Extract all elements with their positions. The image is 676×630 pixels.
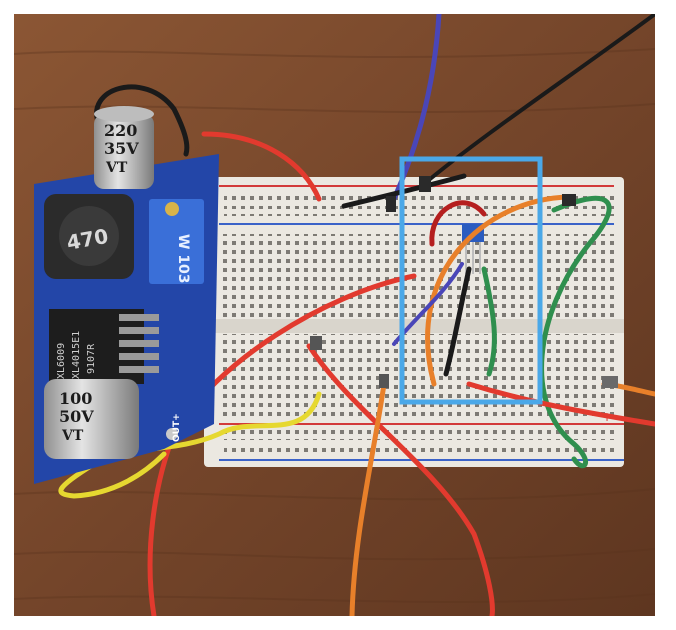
- wire-green-right: [539, 195, 612, 469]
- wire-black-top: [422, 14, 655, 186]
- wire-red-right: [466, 381, 655, 427]
- buck-converter-module: 470 220 35V VT W 103 XL6009 XL: [34, 106, 219, 484]
- wire-orange-box: [425, 194, 572, 387]
- svg-text:50V: 50V: [59, 407, 94, 426]
- circuit-photo: +: [14, 14, 655, 616]
- wire-green-box: [481, 266, 497, 377]
- svg-text:9107R: 9107R: [86, 343, 97, 374]
- out-plus-label: OUT+: [172, 413, 182, 442]
- wire-red-box: [429, 200, 487, 247]
- svg-text:W 103: W 103: [175, 234, 191, 284]
- photo-canvas: +: [14, 14, 655, 616]
- wire-black-box: [443, 266, 472, 377]
- wire-plugs: [310, 176, 618, 388]
- regulator-chip: XL6009 XL4015E1 9107R: [49, 309, 159, 384]
- trimmer-potentiometer: W 103: [149, 199, 204, 284]
- wire-red-bottom: [306, 343, 495, 616]
- svg-text:XL6009: XL6009: [56, 343, 67, 379]
- svg-text:XL4015E1: XL4015E1: [71, 331, 82, 379]
- wire-orange-bottom: [349, 381, 387, 616]
- wire-black-short: [341, 173, 467, 209]
- wire-black-loop: [94, 84, 190, 157]
- svg-text:VT: VT: [105, 160, 128, 176]
- svg-text:100: 100: [59, 389, 92, 408]
- capacitor-bottom: 100 50V VT: [44, 379, 139, 459]
- svg-text:VT: VT: [61, 428, 84, 444]
- highlight-box: [399, 156, 543, 405]
- svg-text:220: 220: [104, 121, 137, 140]
- capacitor-top: 220 35V VT: [94, 106, 154, 189]
- wire-red-top: [201, 131, 322, 202]
- svg-text:35V: 35V: [104, 139, 139, 158]
